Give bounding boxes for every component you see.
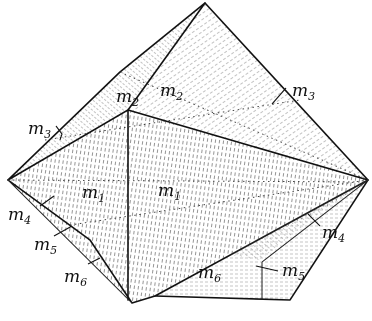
label-m3-right: m3 (292, 81, 315, 103)
edge-right-lower (154, 179, 369, 301)
arrow-m6-left (87, 257, 101, 265)
label-m1-left: m1 (82, 183, 105, 205)
label-m6-left: m6 (64, 267, 87, 289)
hidden-edge-horizontal (7, 179, 369, 183)
label-m4-right: m4 (322, 223, 345, 245)
label-m5-right: m5 (282, 261, 305, 283)
face-m1 (8, 110, 368, 303)
edge-m1-top-left (7, 109, 129, 181)
label-m4-left: m4 (8, 205, 31, 227)
arrow-m3-left (55, 125, 63, 141)
edge-bottom-left (7, 179, 156, 304)
label-m2-left: m2 (116, 87, 139, 109)
edge-m4-lower (229, 179, 369, 256)
hidden-edge-lower (69, 179, 369, 226)
edge-upper-right (204, 2, 369, 181)
face-m2-upper (128, 3, 368, 180)
hidden-edge-m3 (44, 99, 301, 141)
hidden-edge-upper (119, 71, 369, 181)
label-m5-left: m5 (34, 235, 57, 257)
edge-left-inner (7, 179, 133, 304)
face-m2-left (8, 3, 205, 180)
arrow-m4-right (307, 213, 321, 227)
arrow-m5-right (255, 265, 279, 272)
arrow-m3-right (271, 87, 287, 105)
edge-m1-top-right (127, 109, 369, 181)
label-m1-center: m1 (158, 181, 181, 203)
arrow-m4-left (39, 195, 55, 207)
label-m6-bottom: m6 (198, 263, 221, 285)
label-m2-right: m2 (160, 81, 183, 103)
edge-m2-ridge (127, 2, 206, 111)
label-m3-left: m3 (28, 119, 51, 141)
arrow-m5-left (53, 225, 73, 237)
face-m4-right (230, 180, 368, 260)
